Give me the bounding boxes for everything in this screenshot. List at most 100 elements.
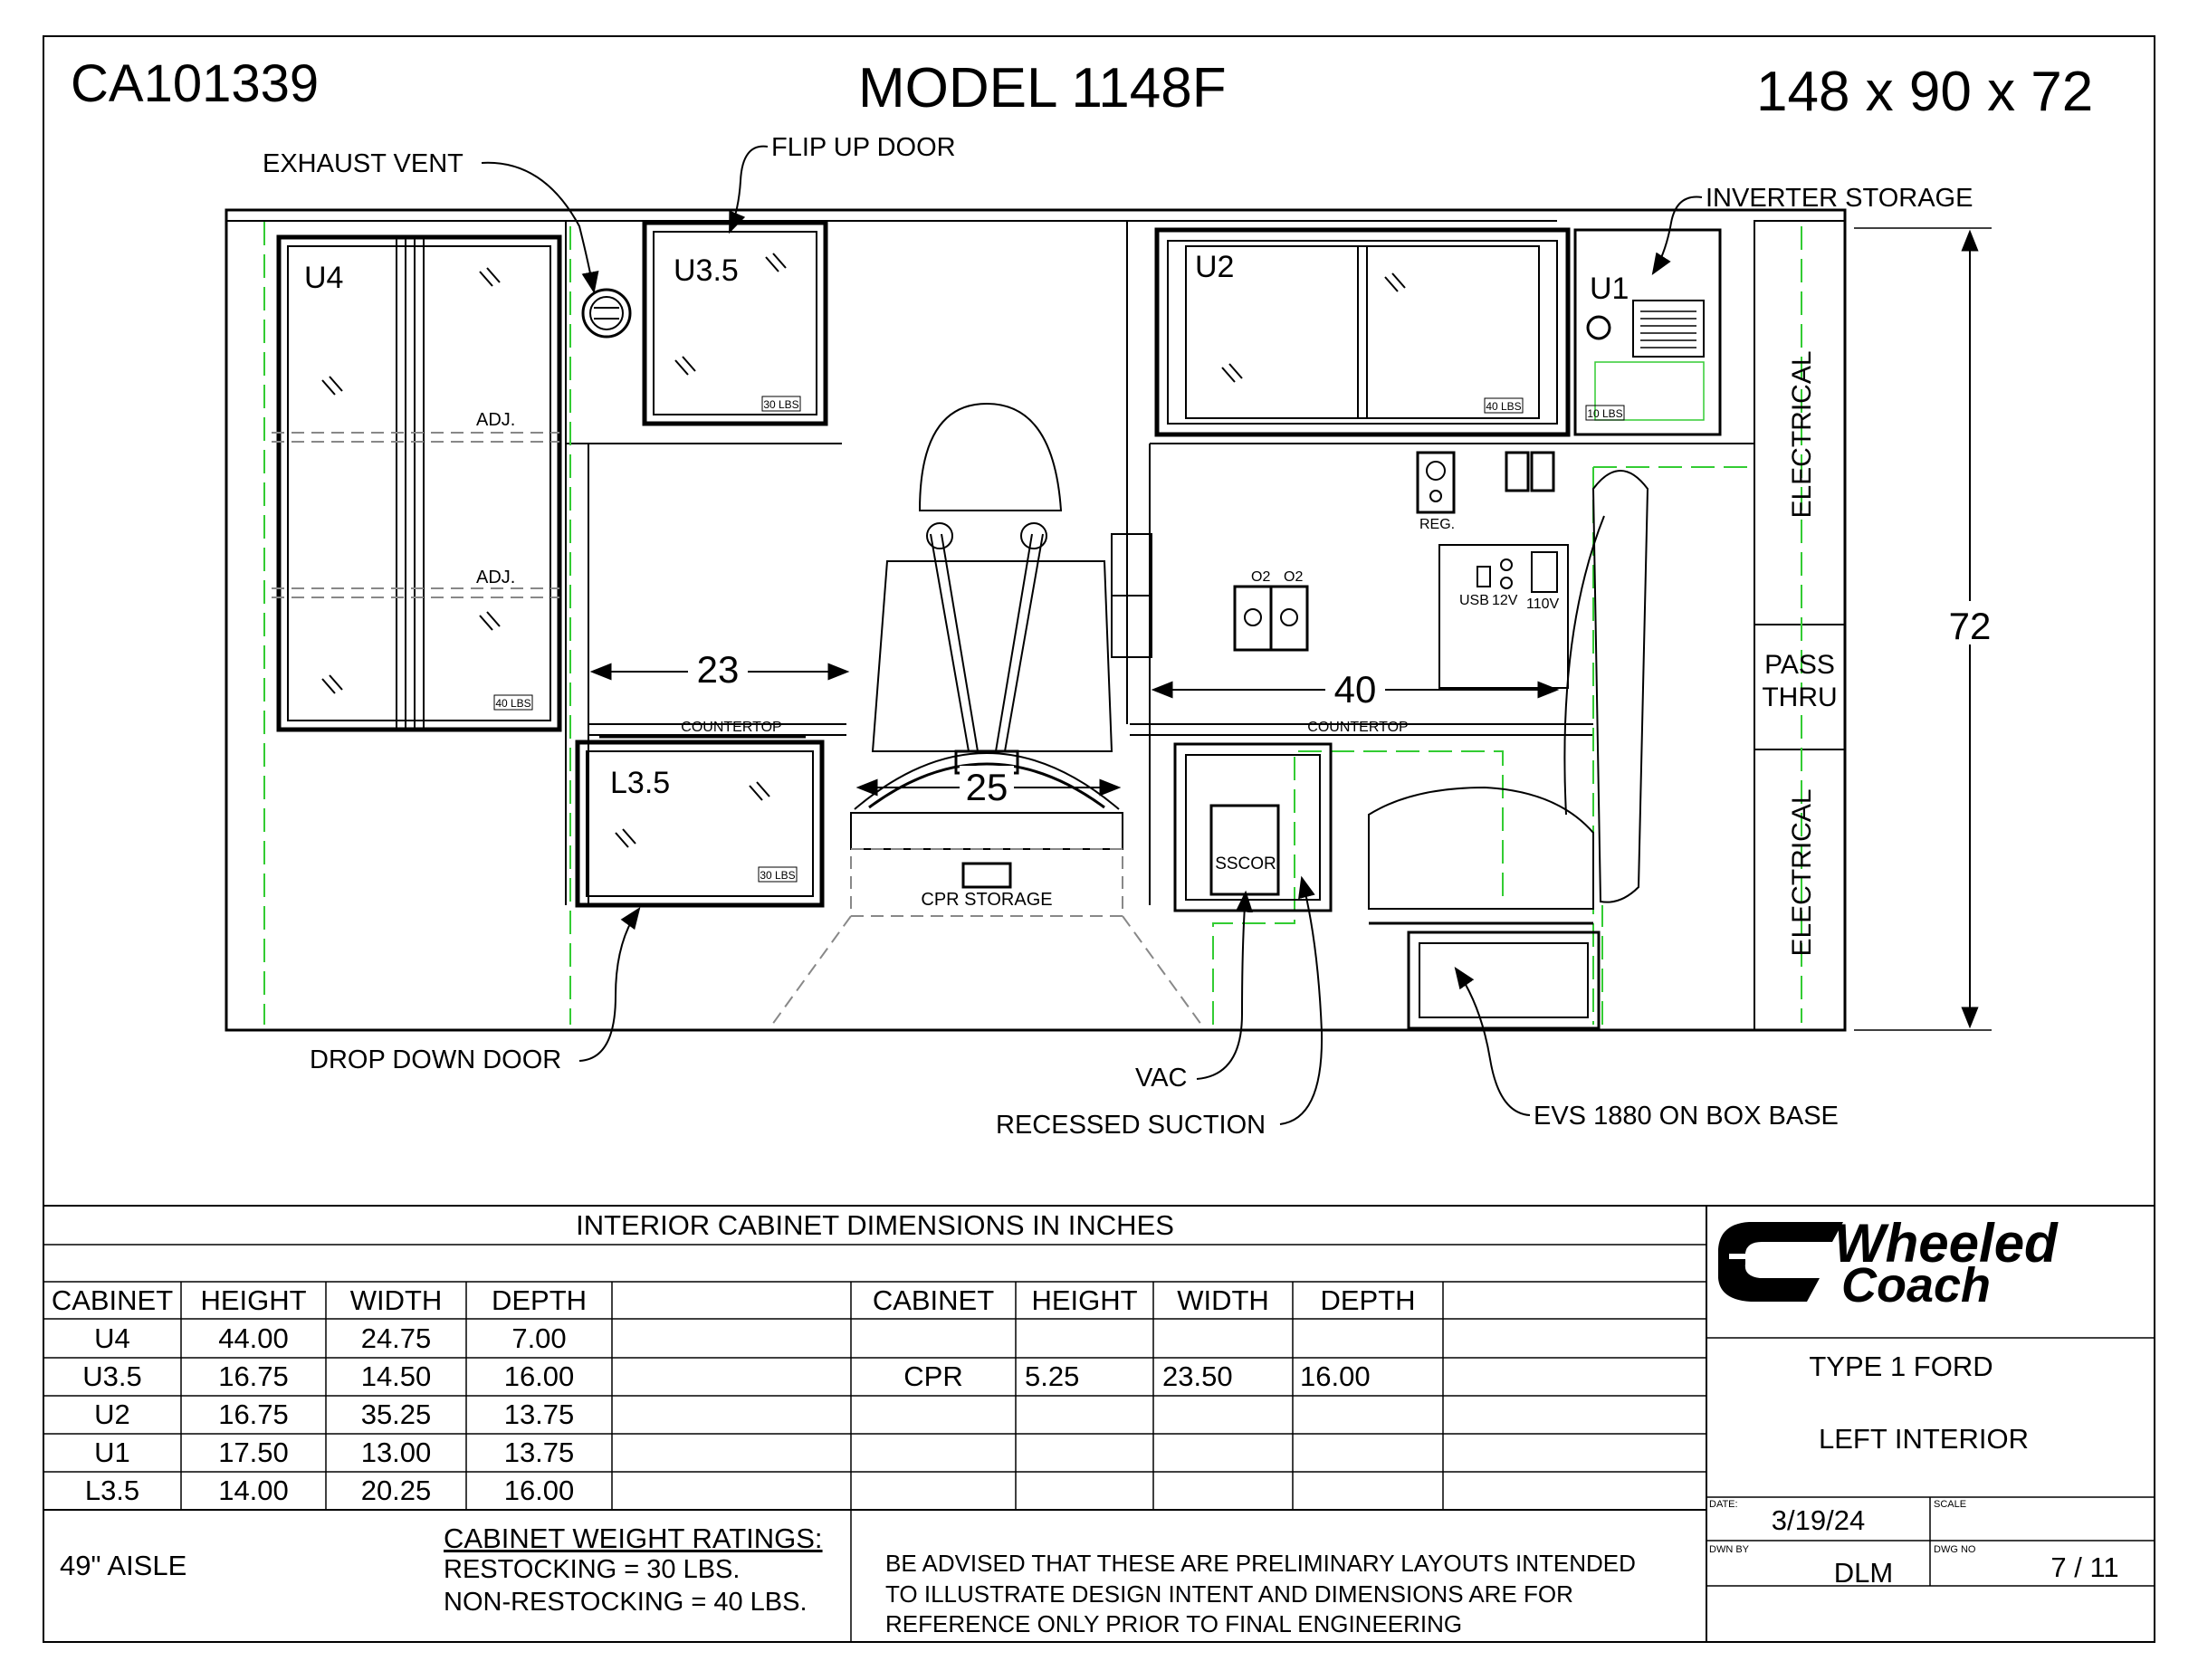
dim-25: 25 [966, 766, 1008, 808]
countertop-right-label: COUNTERTOP [1307, 720, 1408, 735]
left-col-width: WIDTH [349, 1284, 443, 1316]
right-col-height: HEIGHT [1031, 1284, 1138, 1316]
table-row: U4 [94, 1322, 130, 1354]
o2-outlets: O2 O2 [1233, 569, 1309, 652]
o2-label-2: O2 [1284, 569, 1303, 585]
table-cell: 16.75 [218, 1398, 289, 1430]
thru-label: THRU [1762, 682, 1837, 712]
countertop-left-label: COUNTERTOP [681, 720, 781, 735]
110v-label: 110V [1526, 597, 1560, 612]
table-cell: 24.75 [360, 1322, 432, 1354]
table-cell: 5.25 [1025, 1360, 1080, 1392]
u2-weight: 40 LBS [1486, 400, 1521, 413]
dim-72: 72 [1949, 605, 1992, 647]
usb-label: USB [1459, 593, 1489, 608]
dwg-no-label: DWG NO [1934, 1544, 1976, 1555]
power-panel: USB 12V 110V [1438, 544, 1569, 689]
drawing-id: CA101339 [71, 54, 319, 113]
regulator: REG. [1416, 451, 1555, 532]
callout-recessed-suction: RECESSED SUCTION [996, 1111, 1266, 1140]
aisle-note: 49" AISLE [60, 1550, 187, 1581]
u2-label: U2 [1195, 250, 1234, 284]
advisory-line-1: BE ADVISED THAT THESE ARE PRELIMINARY LA… [885, 1550, 1636, 1577]
table-cell: 16.00 [503, 1360, 575, 1392]
drawn-by-value: DLM [1833, 1557, 1894, 1589]
advisory-line-3: REFERENCE ONLY PRIOR TO FINAL ENGINEERIN… [885, 1610, 1463, 1637]
right-col-cabinet: CABINET [872, 1284, 995, 1316]
drawn-by-label: DWN BY [1709, 1544, 1749, 1555]
table-cell: 16.75 [218, 1360, 289, 1392]
table-row: U3.5 [82, 1360, 142, 1392]
sscor-label: SSCOR [1215, 854, 1276, 873]
callout-inverter-storage: INVERTER STORAGE [1706, 184, 1973, 213]
callout-evs: EVS 1880 ON BOX BASE [1534, 1102, 1839, 1131]
logo-line2: Coach [1841, 1258, 1991, 1312]
callout-exhaust-vent: EXHAUST VENT [263, 149, 463, 178]
restocking-note: RESTOCKING = 30 LBS. [444, 1555, 741, 1584]
electrical-upper-label: ELECTRICAL [1787, 350, 1817, 518]
table-cell: 13.00 [360, 1437, 432, 1468]
table-cell: 13.75 [503, 1437, 575, 1468]
o2-label-1: O2 [1251, 569, 1270, 585]
electrical-lower-label: ELECTRICAL [1787, 788, 1817, 956]
view-name: LEFT INTERIOR [1819, 1423, 2029, 1455]
table-cell: 13.75 [503, 1398, 575, 1430]
dwg-no-value: 7 / 11 [2050, 1551, 2119, 1583]
table-cell: 35.25 [360, 1398, 432, 1430]
evs-seat [1368, 470, 1649, 1030]
callout-vac: VAC [1135, 1064, 1187, 1093]
cpr-storage-label: CPR STORAGE [921, 890, 1052, 910]
left-col-height: HEIGHT [200, 1284, 307, 1316]
pass-label: PASS [1764, 650, 1835, 680]
12v-label: 12V [1492, 593, 1518, 608]
callouts: EXHAUST VENT FLIP UP DOOR INVERTER STORA… [263, 133, 1973, 1140]
table-row: U2 [94, 1398, 130, 1430]
scale-label: SCALE [1934, 1499, 1967, 1510]
vac-niche: SSCOR [1173, 742, 1333, 912]
u4-adj-upper: ADJ. [476, 410, 515, 430]
right-col-depth: DEPTH [1320, 1284, 1416, 1316]
table-cell: 14.00 [218, 1475, 289, 1506]
sheet-border [43, 35, 2155, 1643]
table-cell: 16.00 [1300, 1360, 1371, 1392]
u35-weight: 30 LBS [763, 398, 798, 411]
cabinet-u35[interactable]: U3.5 30 LBS [642, 220, 828, 426]
table-cell: 16.00 [503, 1475, 575, 1506]
non-restocking-note: NON-RESTOCKING = 40 LBS. [444, 1588, 808, 1617]
wheeled-coach-logo: Wheeled Coach [1718, 1213, 2059, 1312]
u4-adj-lower: ADJ. [476, 568, 515, 587]
left-col-depth: DEPTH [491, 1284, 588, 1316]
u4-label: U4 [304, 261, 343, 295]
logo-line1: Wheeled [1834, 1213, 2059, 1274]
cabinet-u2[interactable]: U2 40 LBS [1154, 227, 1571, 437]
cabinet-l35[interactable]: L3.5 30 LBS [575, 735, 825, 908]
table-row: L3.5 [84, 1475, 140, 1506]
u35-label: U3.5 [674, 253, 739, 288]
table-grid [43, 1205, 2155, 1642]
model-title: MODEL 1148F [858, 57, 1227, 119]
date-label: DATE: [1709, 1499, 1738, 1510]
table-cell: 14.50 [360, 1360, 432, 1392]
u1-label: U1 [1590, 272, 1629, 306]
callout-drop-down-door: DROP DOWN DOOR [310, 1045, 561, 1074]
cabinet-u1[interactable]: U1 10 LBS [1573, 228, 1722, 436]
table-cell: 44.00 [218, 1322, 289, 1354]
exhaust-vent [581, 288, 632, 339]
dim-23: 23 [697, 648, 740, 691]
date-value: 3/19/24 [1771, 1504, 1866, 1536]
l35-label: L3.5 [610, 766, 670, 800]
advisory-line-2: TO ILLUSTRATE DESIGN INTENT AND DIMENSIO… [885, 1580, 1573, 1608]
cabinet-u4[interactable]: U4 ADJ. ADJ. 40 LBS [272, 234, 562, 732]
u1-weight: 10 LBS [1587, 407, 1622, 420]
table-row: CPR [903, 1360, 963, 1392]
right-col-width: WIDTH [1177, 1284, 1269, 1316]
table-cell: 17.50 [218, 1437, 289, 1468]
dim-40: 40 [1334, 668, 1377, 711]
cpr-seat: CPR STORAGE [769, 402, 1205, 1029]
u4-weight: 40 LBS [495, 697, 530, 710]
table-row: U1 [94, 1437, 130, 1468]
table-cell: 20.25 [360, 1475, 432, 1506]
l35-weight: 30 LBS [760, 869, 795, 882]
plan-drawing: COUNTERTOP COUNTERTOP U4 ADJ. ADJ. 40 LB… [225, 208, 2001, 1032]
